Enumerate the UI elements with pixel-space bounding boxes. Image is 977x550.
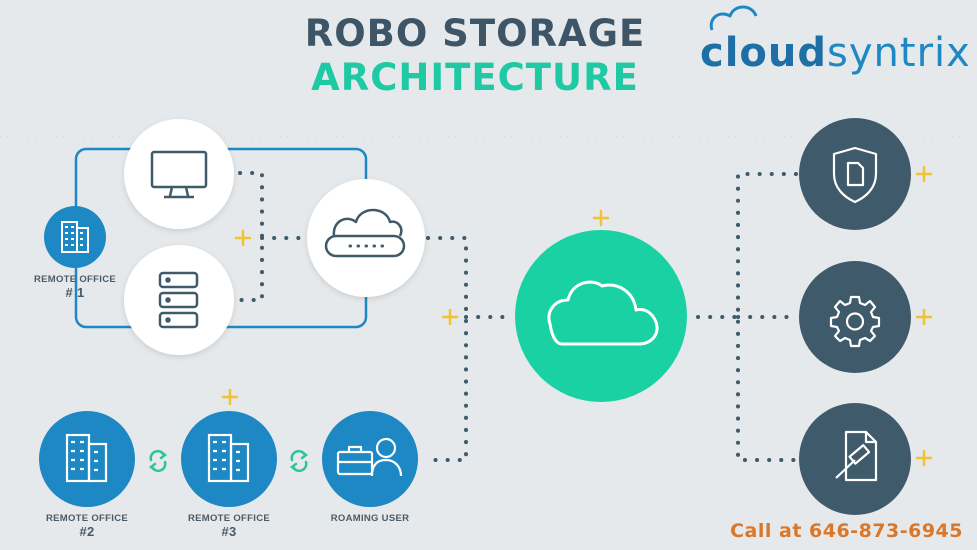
brand-logo: cloudsyntrix (700, 4, 970, 76)
remote-office-3-node (181, 411, 277, 507)
remote-office-2-label-text: REMOTE OFFICE (45, 513, 128, 524)
remote-office-1-node (44, 206, 106, 268)
plus-icon (221, 388, 239, 406)
security-node (799, 118, 911, 230)
remote-office-1-label: REMOTE OFFICE # 1 (20, 273, 130, 299)
remote-office-2-label: REMOTE OFFICE #2 (32, 512, 142, 538)
remote-office-2-number: #2 (79, 524, 95, 539)
office-building-icon (65, 433, 108, 483)
shield-document-icon (832, 146, 878, 204)
office-building-icon (207, 433, 250, 483)
gear-icon (829, 295, 881, 348)
sync-icon (289, 449, 309, 473)
contact-phone[interactable]: Call at 646-873-6945 (730, 520, 963, 542)
plus-markers (221, 165, 933, 467)
cloud-gateway-node (307, 179, 425, 297)
management-node (799, 261, 911, 373)
plus-icon (441, 308, 459, 326)
roaming-user-label: ROAMING USER (315, 512, 425, 525)
title-line-2: ARCHITECTURE (311, 56, 639, 99)
logo-wordmark: cloudsyntrix (700, 30, 971, 76)
logo-cloud-icon (709, 5, 758, 31)
remote-office-2-node (39, 411, 135, 507)
monitor-icon (150, 150, 208, 199)
title-line-1: ROBO STORAGE (304, 12, 646, 55)
plus-icon (592, 209, 610, 227)
sync-icon (148, 449, 168, 473)
logo-part-2: syntrix (827, 30, 971, 76)
desktop-node (124, 119, 234, 229)
dotted-connectors (238, 171, 798, 462)
plus-icon (915, 449, 933, 467)
remote-office-3-label: REMOTE OFFICE #3 (174, 512, 284, 538)
roaming-user-node (322, 411, 418, 507)
roaming-user-label-text: ROAMING USER (330, 513, 410, 524)
remote-office-3-number: #3 (221, 524, 237, 539)
legal-document-gavel-icon (835, 430, 878, 482)
logo-part-1: cloud (700, 30, 828, 76)
server-icon (158, 271, 199, 329)
plus-icon (915, 165, 933, 183)
office-building-icon (61, 221, 89, 253)
compliance-node (799, 403, 911, 515)
remote-office-1-number: # 1 (65, 285, 85, 300)
central-cloud-node (515, 230, 687, 402)
remote-office-3-label-text: REMOTE OFFICE (187, 513, 270, 524)
remote-office-1-label-text: REMOTE OFFICE (33, 274, 116, 285)
server-node (124, 245, 234, 355)
plus-icon (915, 308, 933, 326)
connector-gateway-right (426, 236, 468, 462)
plus-icon (234, 229, 252, 247)
user-with-briefcase-icon (336, 437, 403, 477)
cloud-gateway-icon (324, 208, 406, 258)
cloud-icon (547, 280, 659, 346)
